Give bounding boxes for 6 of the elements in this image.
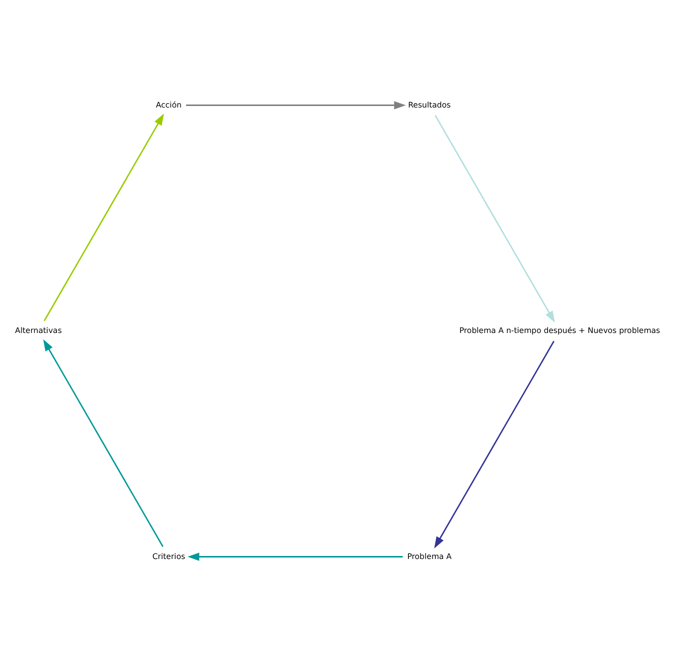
arrow <box>43 339 164 547</box>
arrow <box>44 114 164 322</box>
arrow <box>434 115 555 323</box>
arrow <box>434 340 554 548</box>
arrow <box>188 552 403 561</box>
arrow <box>186 101 406 110</box>
